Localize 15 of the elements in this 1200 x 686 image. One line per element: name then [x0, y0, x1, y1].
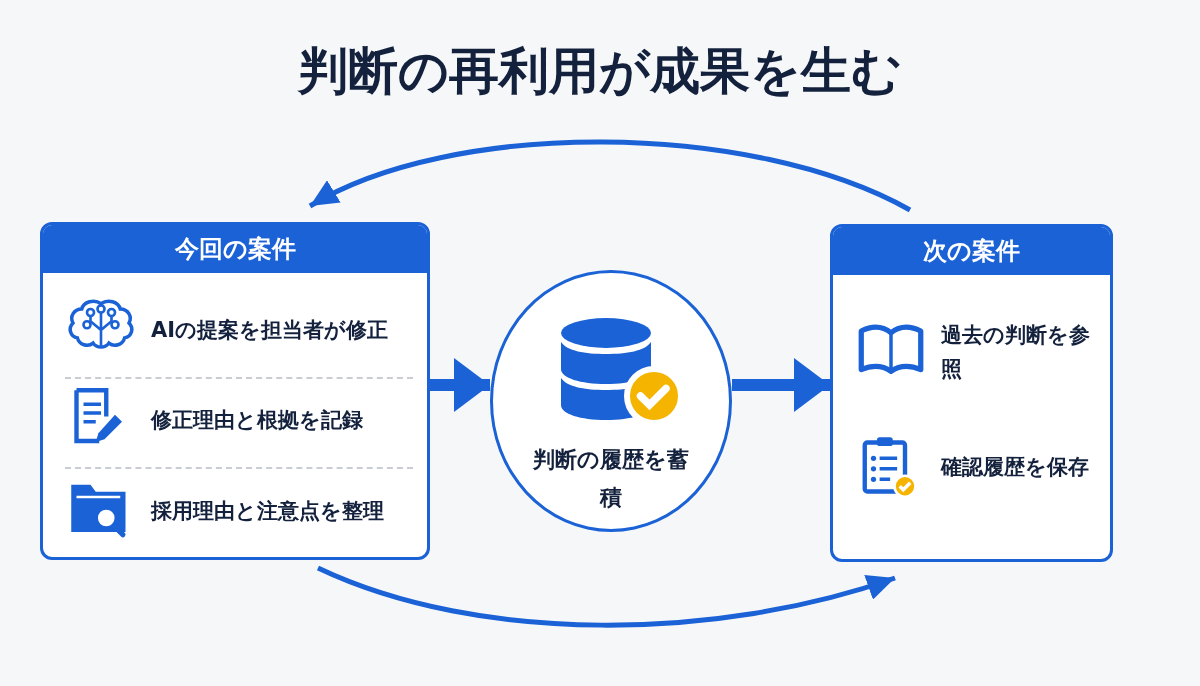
- item-text: AIの提案を担当者が修正: [151, 317, 390, 344]
- arrow: [732, 358, 830, 412]
- title: 判断の再利用が成果を生む: [296, 41, 903, 102]
- card: [830, 224, 1113, 562]
- arrow: [308, 139, 912, 213]
- item-text: 採用理由と注意点を整理: [151, 498, 385, 525]
- circle-text: 判断の履歴を蓄積: [532, 446, 690, 512]
- item-text: 修正理由と根拠を記録: [151, 407, 364, 434]
- item-text: 確認履歴を保存: [941, 454, 1090, 481]
- item-text: 過去の判断を参照: [941, 322, 1091, 383]
- card: [40, 222, 430, 560]
- card-header: 今回の案件: [43, 225, 427, 273]
- arrow: [317, 565, 896, 628]
- card-header: 次の案件: [833, 227, 1110, 275]
- arrow: [430, 358, 490, 412]
